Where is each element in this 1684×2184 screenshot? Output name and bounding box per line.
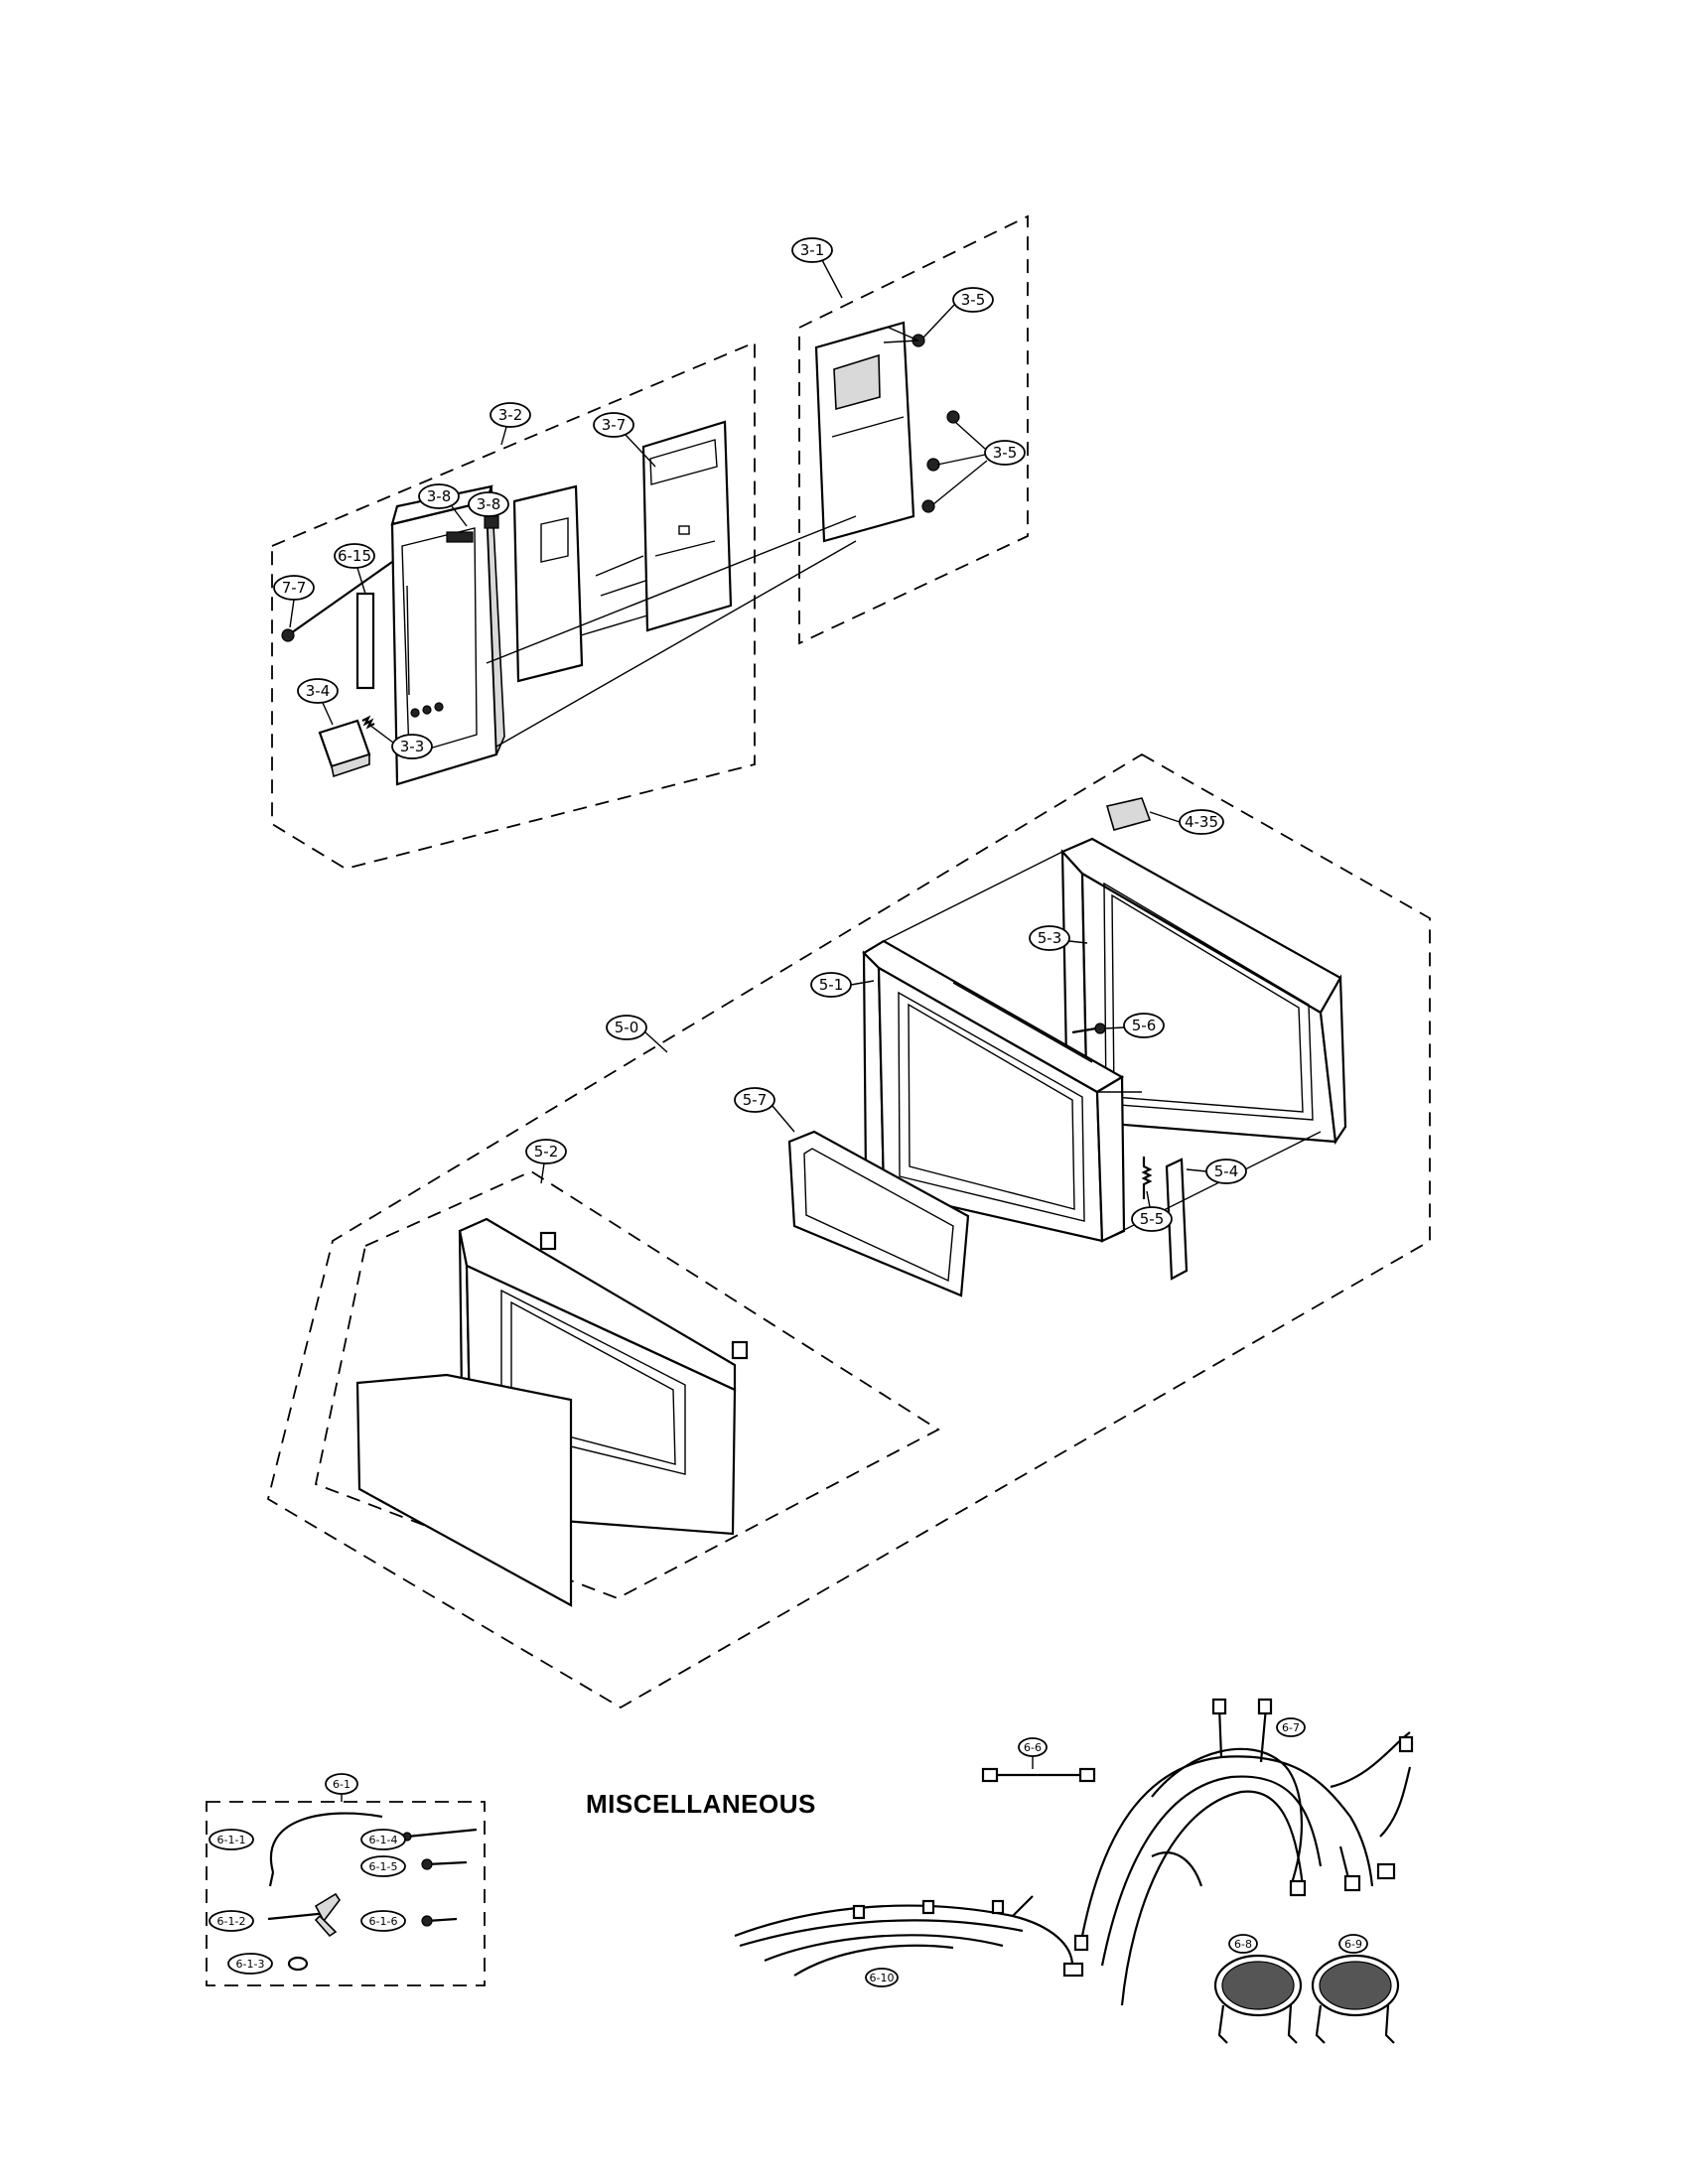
door-glass xyxy=(787,1130,970,1297)
callout-label: 6-1-2 xyxy=(217,1915,246,1928)
callout-label: 5-7 xyxy=(743,1091,768,1109)
callout-label: 6-6 xyxy=(1024,1741,1042,1754)
callout-label: 6-1-3 xyxy=(236,1958,265,1971)
screw-6-1-5 xyxy=(426,1860,468,1866)
washer-6-1-3 xyxy=(287,1956,309,1972)
control-panel-frame xyxy=(390,484,505,786)
callout-label: 6-7 xyxy=(1282,1721,1300,1734)
callout-label: 3-1 xyxy=(800,241,825,259)
callout-label: 6-9 xyxy=(1344,1938,1362,1951)
callout-label: 4-35 xyxy=(1185,813,1218,831)
callout-label: 5-1 xyxy=(819,976,844,994)
screw-7-7 xyxy=(287,561,393,636)
power-pcb xyxy=(814,321,915,543)
door-front-panel xyxy=(355,1373,573,1607)
boundary-5-2 xyxy=(314,1169,940,1599)
callout-label: 6-15 xyxy=(338,547,371,565)
callout-label: 7-7 xyxy=(282,579,307,597)
bolt-6-1-4 xyxy=(406,1828,478,1839)
callout-label: 5-2 xyxy=(534,1143,559,1160)
door-switch-lever xyxy=(318,719,371,778)
control-pcb xyxy=(595,420,733,632)
control-panel-assembly: 3-1 3-5 3-5 3-2 3-7 3-8 3-8 6-15 7-7 3-4… xyxy=(271,214,1029,870)
callout-label: 6-10 xyxy=(870,1972,895,1984)
hardware-kit: 6-1 6-1-1 6-1-4 6-1-5 6-1-2 6-1-6 6-1-3 xyxy=(206,1773,486,1986)
callout-label: 3-5 xyxy=(961,291,986,309)
screw-icon xyxy=(921,499,935,513)
boundary-5-0 xyxy=(266,752,1431,1709)
rack-6-8 xyxy=(1213,1954,1303,2044)
wire-lead-6-6 xyxy=(981,1767,1096,1783)
boundary-6-1 xyxy=(206,1801,486,1986)
callout-label: 5-5 xyxy=(1140,1210,1165,1228)
rack-6-9 xyxy=(1311,1954,1400,2044)
key-sheet xyxy=(512,484,584,683)
hinge-5-4 xyxy=(1165,1158,1189,1281)
spring-5-5 xyxy=(1141,1157,1153,1199)
callout-label: 6-8 xyxy=(1234,1938,1252,1951)
callout-label: 5-3 xyxy=(1038,929,1062,947)
toggle-bolt-6-1-2 xyxy=(267,1911,329,1921)
wire-harnesses-and-racks: 6-6 6-7 xyxy=(734,1698,1414,2044)
callout-label: 3-7 xyxy=(602,416,627,434)
harness-6-10 xyxy=(734,1895,1084,1978)
spring-3-8 xyxy=(484,515,499,529)
callout-label: 6-1 xyxy=(333,1778,351,1791)
callout-label: 6-1-5 xyxy=(369,1860,398,1873)
callout-label: 6-1-4 xyxy=(369,1834,398,1846)
spring xyxy=(361,715,375,730)
screw-icon xyxy=(946,410,960,424)
display-window xyxy=(446,531,474,543)
callout-label: 6-1-1 xyxy=(217,1834,246,1846)
callout-label: 3-4 xyxy=(306,682,331,700)
latch-4-35 xyxy=(1105,797,1152,831)
callout-label: 3-3 xyxy=(400,738,425,755)
callout-label: 3-8 xyxy=(477,495,501,513)
section-heading: MISCELLANEOUS xyxy=(586,1789,816,1819)
main-harness-6-7 xyxy=(1073,1698,1414,2006)
callout-label: 5-6 xyxy=(1132,1017,1157,1034)
callout-label: 5-0 xyxy=(615,1019,639,1036)
callout-label: 6-1-6 xyxy=(369,1915,398,1928)
boundary-3-1 xyxy=(798,214,1029,645)
callout-label: 5-4 xyxy=(1214,1162,1239,1180)
boundary-3-2 xyxy=(271,341,756,870)
door-assembly: 4-35 5-3 5-1 5-0 5-6 5-7 5-4 5-5 5-2 xyxy=(266,752,1431,1709)
callout-label: 3-5 xyxy=(993,444,1018,462)
door-inner-frame xyxy=(862,939,1126,1243)
strap-6-1-1 xyxy=(269,1812,383,1873)
cover-strip xyxy=(355,592,375,690)
callout-label: 3-2 xyxy=(498,406,523,424)
callout-label: 3-8 xyxy=(427,487,452,505)
